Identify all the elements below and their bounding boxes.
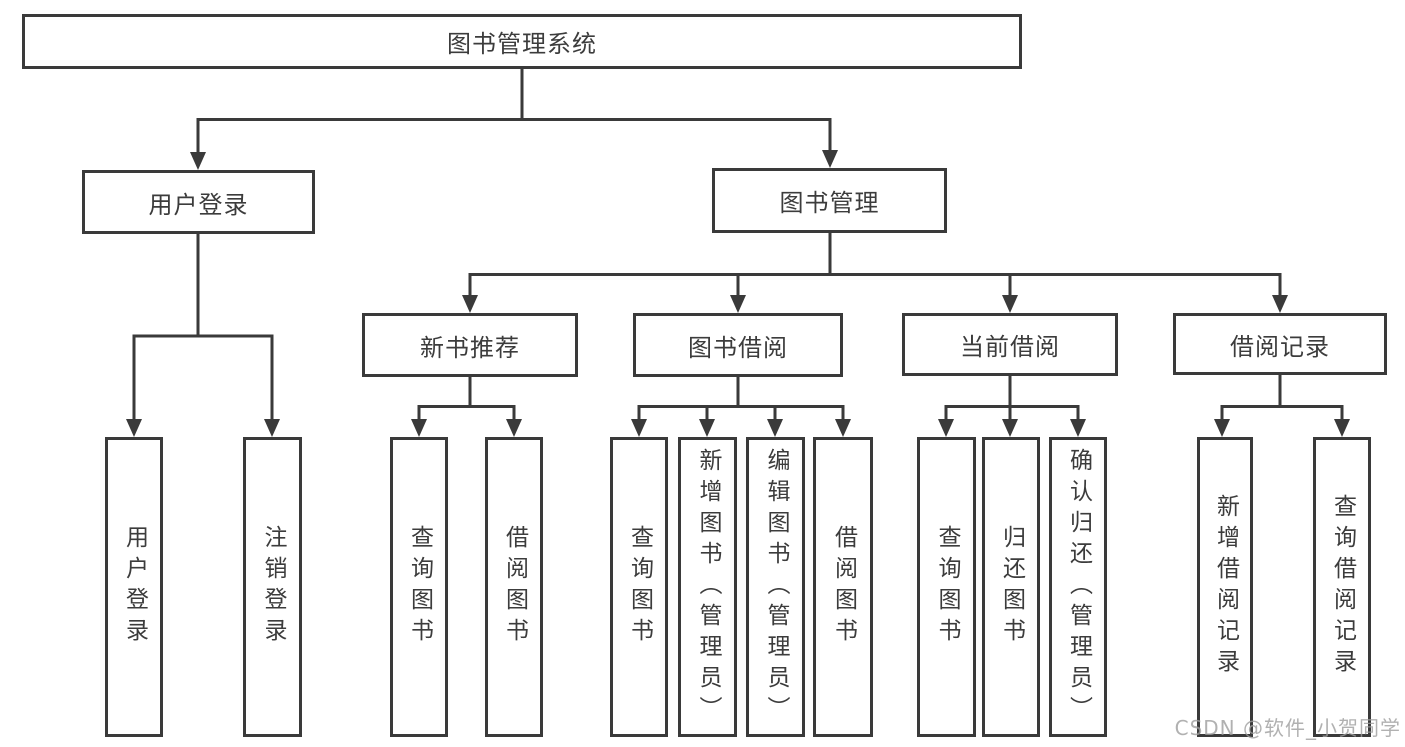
leaf-borrow-books-recommend: 借阅图书 <box>485 437 543 737</box>
leaf-label: 查询图书 <box>406 525 433 649</box>
leaf-add-book-admin: 新增图书（管理员） <box>678 437 737 737</box>
leaf-label: 归还图书 <box>998 525 1025 649</box>
csdn-watermark: CSDN @软件_小贺同学 <box>1174 716 1401 740</box>
leaf-query-books-current: 查询图书 <box>917 437 976 737</box>
leaf-label: 借阅图书 <box>830 525 857 649</box>
leaf-add-borrow-record: 新增借阅记录 <box>1197 437 1253 737</box>
node-book-borrowing: 图书借阅 <box>633 313 843 377</box>
leaf-label: 查询图书 <box>934 525 960 649</box>
leaf-label: 查询图书 <box>626 525 653 649</box>
leaf-label: 注销登录 <box>260 525 286 649</box>
leaf-label: 借阅图书 <box>501 525 528 649</box>
leaf-borrow-books: 借阅图书 <box>813 437 873 737</box>
node-library-management-system: 图书管理系统 <box>22 14 1022 69</box>
leaf-label: 新增借阅记录 <box>1212 494 1239 680</box>
node-new-book-recommendation: 新书推荐 <box>362 313 578 377</box>
leaf-label: 用户登录 <box>121 525 148 649</box>
leaf-label: 确认归还（管理员） <box>1065 447 1092 727</box>
leaf-label: 查询借阅记录 <box>1329 494 1356 680</box>
node-current-borrowing: 当前借阅 <box>902 313 1118 376</box>
node-book-management: 图书管理 <box>712 168 947 233</box>
leaf-confirm-return-admin: 确认归还（管理员） <box>1049 437 1107 737</box>
node-borrowing-records: 借阅记录 <box>1173 313 1387 375</box>
leaf-label: 编辑图书（管理员） <box>763 447 789 727</box>
leaf-query-books-borrowing: 查询图书 <box>610 437 668 737</box>
leaf-logout: 注销登录 <box>243 437 302 737</box>
leaf-edit-book-admin: 编辑图书（管理员） <box>746 437 805 737</box>
leaf-query-borrow-record: 查询借阅记录 <box>1313 437 1371 737</box>
node-user-login: 用户登录 <box>82 170 315 234</box>
leaf-user-login: 用户登录 <box>105 437 163 737</box>
leaf-query-books-recommend: 查询图书 <box>390 437 448 737</box>
leaf-return-book: 归还图书 <box>982 437 1040 737</box>
leaf-label: 新增图书（管理员） <box>695 447 721 727</box>
